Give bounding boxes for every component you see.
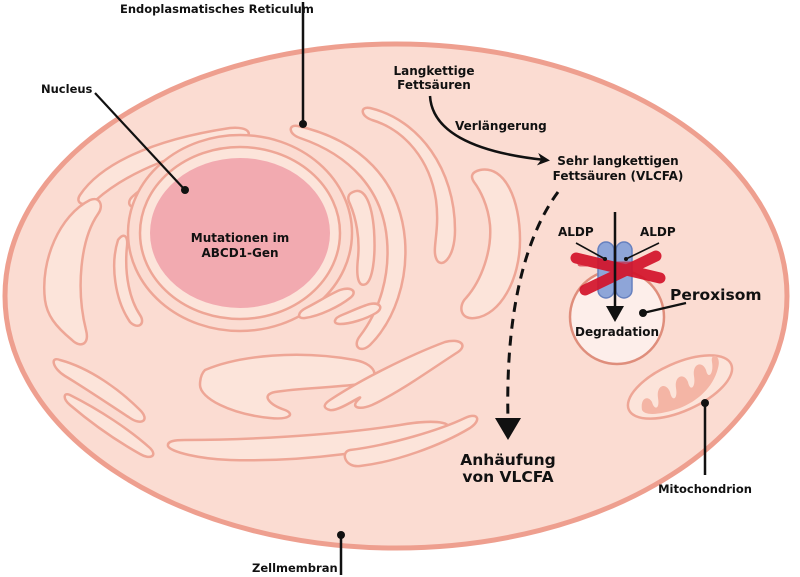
vlcfa-label-line1: Sehr langkettigen xyxy=(557,154,678,168)
er-dot xyxy=(299,120,307,128)
er-fold xyxy=(361,106,457,265)
aldp-right-label: ALDP xyxy=(640,225,676,239)
er-fold xyxy=(112,234,144,327)
nucleus-inner-label-line1: Mutationen im xyxy=(191,231,289,245)
peroxisome-label: Peroxisom xyxy=(670,286,762,304)
peroxisome-dot xyxy=(639,309,647,317)
degradation-label: Degradation xyxy=(575,325,659,339)
lcfa-label-line1: Langkettige xyxy=(394,64,475,78)
peroxisome-leader xyxy=(642,301,687,315)
er-fold xyxy=(297,287,355,320)
er-fold xyxy=(460,168,522,320)
mitochondrion-label: Mitochondrion xyxy=(658,482,752,496)
nucleus-label: Nucleus xyxy=(41,82,93,96)
er-fold xyxy=(347,189,376,286)
elongation-label: Verlängerung xyxy=(455,119,547,133)
er-fold xyxy=(289,124,407,351)
aldp-right-leader xyxy=(625,242,660,260)
nucleus-leader xyxy=(94,92,186,191)
nucleus-dot xyxy=(181,186,189,194)
blocked-cross-icon xyxy=(570,250,666,296)
er-fold xyxy=(323,339,464,412)
accumulation-arrowhead-icon xyxy=(495,418,521,440)
aldp-left-label: ALDP xyxy=(558,225,594,239)
lcfa-label-line2: Fettsäuren xyxy=(397,78,471,92)
er-fold xyxy=(63,393,155,459)
er-label: Endoplasmatisches Reticulum xyxy=(120,2,314,16)
aldp-left-leader xyxy=(575,242,606,260)
cell-membrane-label: Zellmembran xyxy=(252,561,338,575)
aldp-right-dot xyxy=(624,257,628,261)
er-fold xyxy=(43,197,102,346)
nucleus-inner-label-line2: ABCD1-Gen xyxy=(201,246,278,260)
er-fold xyxy=(343,414,479,468)
nucleus xyxy=(150,158,330,308)
accumulation-label-line2: von VLCFA xyxy=(462,468,553,486)
accumulation-arrow xyxy=(506,191,560,421)
er-fold xyxy=(198,353,376,420)
accumulation-label-line1: Anhäufung xyxy=(460,451,555,469)
elongation-arrow xyxy=(428,95,550,166)
mitochondrion-cristae xyxy=(641,355,719,414)
mitochondrion-dot xyxy=(701,399,709,407)
transport-arrowhead-icon xyxy=(606,306,624,322)
aldp-left-dot xyxy=(603,257,607,261)
er-fold xyxy=(333,302,382,326)
cell-membrane-dot xyxy=(337,531,345,539)
er-fold xyxy=(52,357,146,423)
mitochondrion xyxy=(626,354,734,420)
vlcfa-label-line2: Fettsäuren (VLCFA) xyxy=(553,169,684,183)
